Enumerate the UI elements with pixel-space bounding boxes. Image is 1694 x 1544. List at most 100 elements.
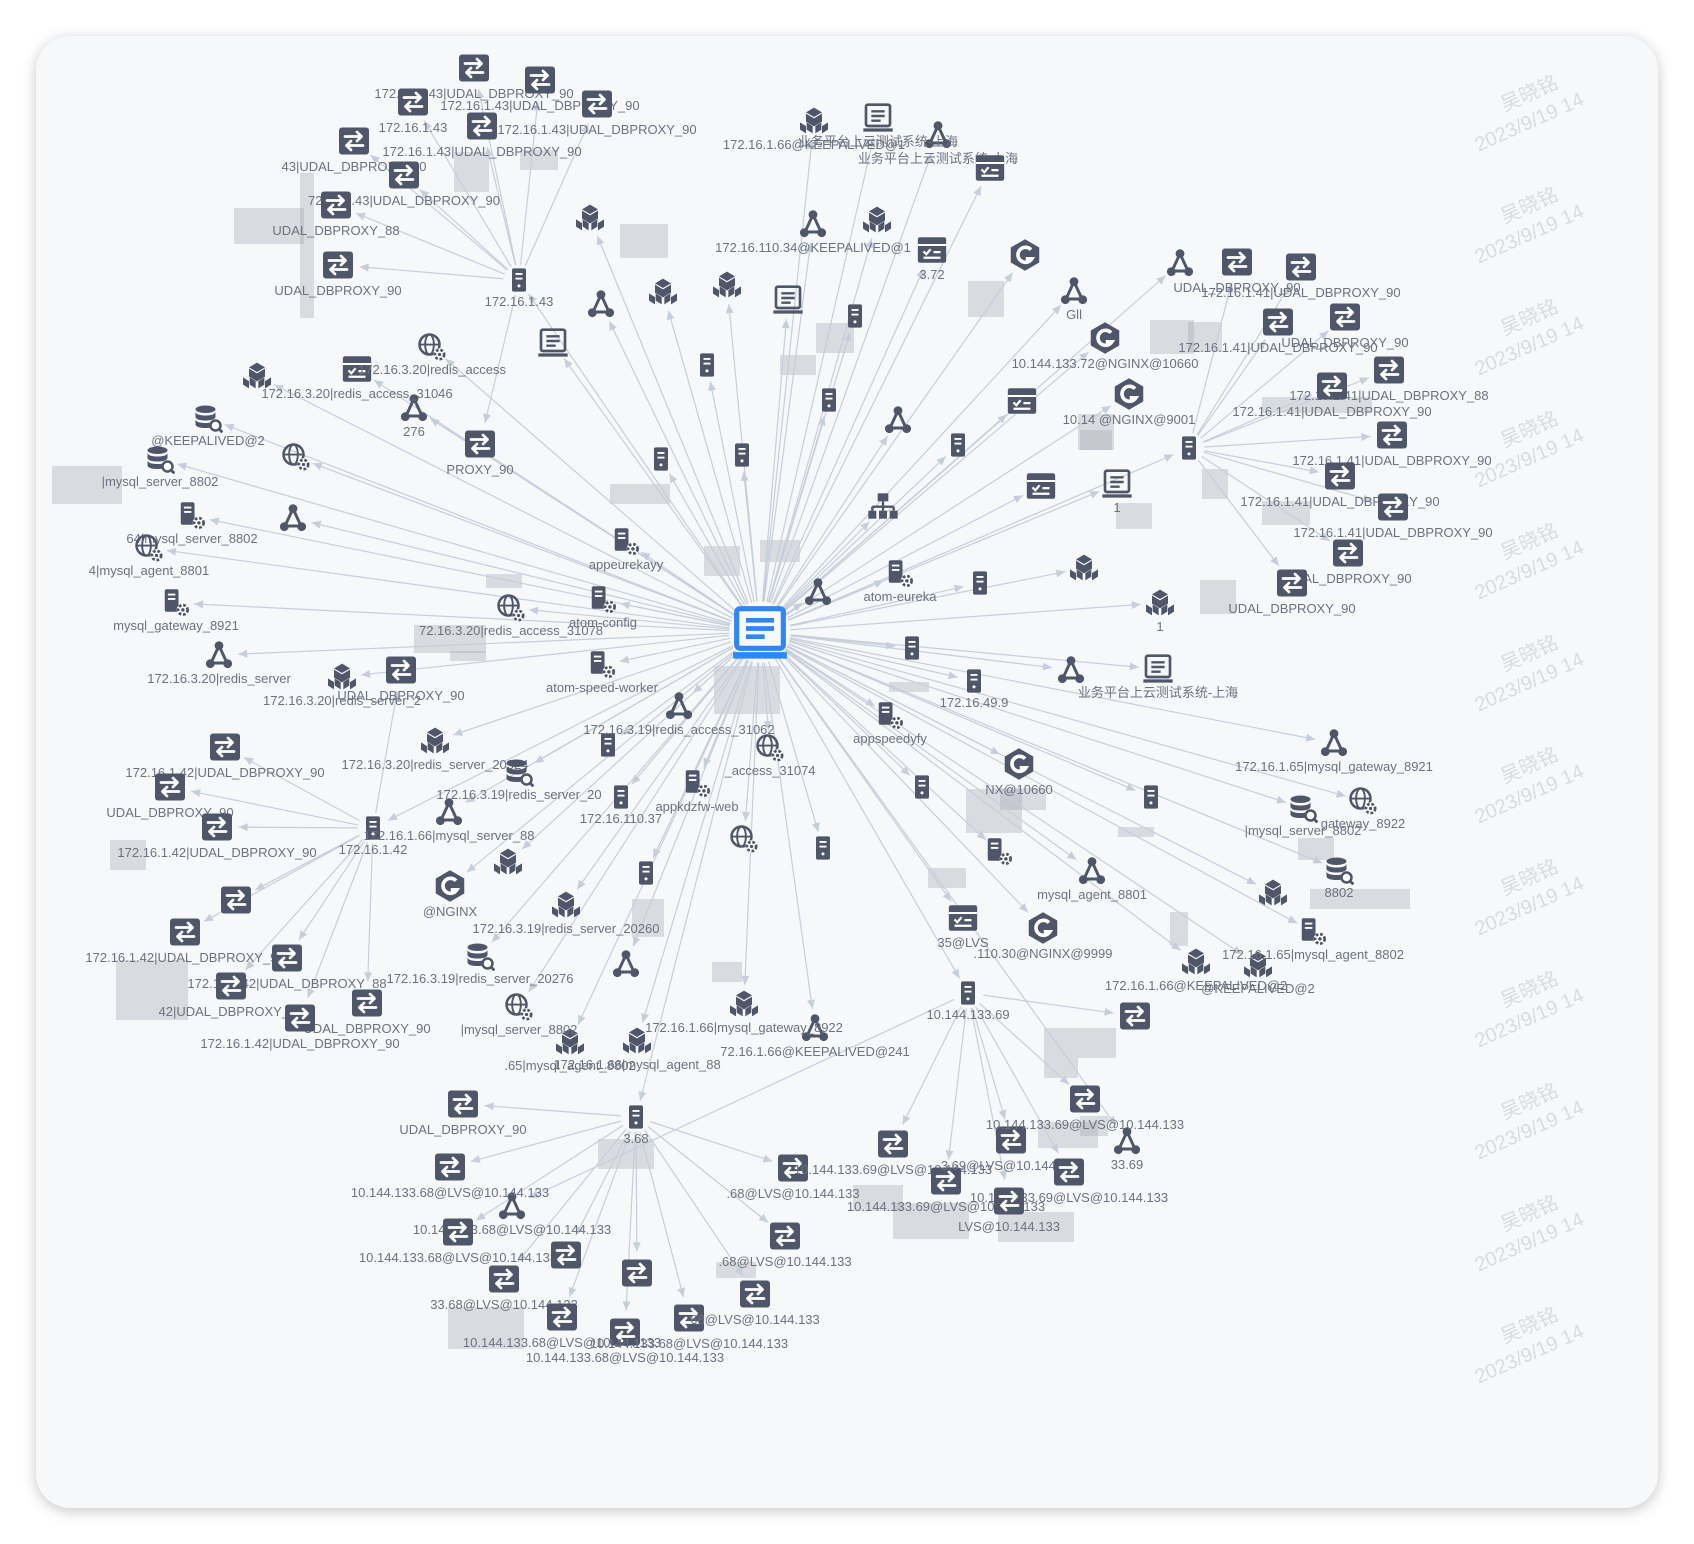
node-switch[interactable]: UDAL_DBPROXY_90 <box>337 655 465 704</box>
node-stack[interactable]: 172.16.1.66|mysql_gateway_8922 <box>645 990 843 1035</box>
node-server[interactable] <box>639 861 653 885</box>
node-appserver[interactable]: 64|mysql_server_8802 <box>126 501 258 546</box>
node-server[interactable]: 172.16.110.37 <box>580 785 662 826</box>
node-stack[interactable]: 172.16.1.66@KEEPALIVED@1 <box>723 107 905 152</box>
node-nginx[interactable]: NX@10660 <box>985 746 1053 797</box>
node-switch[interactable]: 172.16.1.42|UDAL_DBPROXY_90 <box>200 1003 400 1052</box>
node-stack[interactable] <box>243 362 271 389</box>
node-switch[interactable]: UDAL_DBPROXY_90 <box>1284 538 1412 587</box>
node-switch[interactable]: 172.16.1.41|UDAL_DBPROXY_90 <box>1178 307 1378 356</box>
node-switch[interactable]: .68@LVS@10.144.133 <box>726 1153 860 1202</box>
node-server[interactable]: 172.16.1.42 <box>339 816 408 857</box>
node-switch[interactable]: 172.16.1.43 <box>379 87 448 136</box>
node-globe[interactable]: 172.16.3.20|redis_access <box>358 333 506 378</box>
node-cluster[interactable]: 172.16.1.66|mysql_server_88 <box>363 796 535 843</box>
node-cluster[interactable] <box>611 948 641 979</box>
node-switch[interactable]: 172.16.1.42|UDAL_DBPROXY_90 <box>85 917 285 966</box>
node-cluster[interactable]: 276 <box>399 392 429 439</box>
node-stack[interactable]: 172.16.3.20|redis_server_20324 <box>342 727 529 772</box>
node-switch[interactable]: 68@LVS@10.144.133 <box>690 1279 820 1328</box>
node-database[interactable]: 8802 <box>1325 856 1354 901</box>
node-stack[interactable]: 1 <box>1146 589 1174 634</box>
node-server[interactable]: 172.16.1.43 <box>485 268 554 309</box>
node-server[interactable] <box>905 636 919 660</box>
node-server[interactable] <box>915 775 929 799</box>
node-nginx[interactable]: @NGINX <box>423 868 478 919</box>
node-database[interactable]: |mysql_server_8802 <box>1245 794 1362 839</box>
node-stack[interactable] <box>649 278 677 305</box>
node-cluster[interactable]: 172.16.3.20|redis_server <box>147 639 291 686</box>
node-switch[interactable]: 33.68@LVS@10.144.133 <box>430 1264 578 1313</box>
node-switch[interactable]: 172.16.1.41|UDAL_DBPROXY_90 <box>1232 371 1432 420</box>
node-switch[interactable]: 172.16.1.43|UDAL_DBPROXY_90 <box>497 89 697 138</box>
node-stack[interactable]: 172.16.3.19|redis_server_20260 <box>473 891 660 936</box>
node-appserver[interactable]: mysql_gateway_8921 <box>113 588 239 633</box>
node-switch[interactable]: UDAL_DBPROXY_90 <box>1173 247 1301 296</box>
node-database[interactable]: 172.16.3.19|redis_server_20 <box>436 758 602 803</box>
node-rack[interactable]: 172.16.3.20|redis_access_31046 <box>261 355 453 401</box>
node-nginx[interactable] <box>1008 237 1042 273</box>
node-switch[interactable]: UDAL_DBPROXY_90 <box>303 988 431 1037</box>
node-switch[interactable]: 172.16.1.43|UDAL_DBPROXY_90 <box>382 111 582 160</box>
node-globe[interactable]: _access_31074 <box>723 734 816 779</box>
node-switch[interactable]: UDAL_DBPROXY_90 <box>399 1089 527 1138</box>
node-switch[interactable]: 10.144.133.69@LVS@10.144.133 <box>986 1084 1184 1133</box>
node-switch[interactable] <box>1118 1001 1152 1031</box>
node-server[interactable] <box>1144 785 1158 809</box>
node-nginx[interactable]: 10.14 @NGINX@9001 <box>1063 376 1196 427</box>
node-server[interactable] <box>816 836 830 860</box>
node-cluster[interactable] <box>883 404 913 435</box>
node-switch[interactable] <box>549 1240 583 1270</box>
node-switch[interactable]: 10.144.133.68@LVS@10.144.133 <box>359 1217 557 1266</box>
node-database[interactable]: @KEEPALIVED@2 <box>151 404 265 449</box>
node-switch[interactable]: 72.16.1.43|UDAL_DBPROXY_90 <box>308 160 500 209</box>
node-appserver[interactable]: appeurekayy <box>589 527 664 572</box>
node-server[interactable]: 10.144.133.69 <box>926 981 1010 1022</box>
node-switch[interactable]: 10.144.133.68@LVS@10.144.133 <box>590 1303 788 1352</box>
node-cluster[interactable]: 172.16.3.19|redis_access_31062 <box>583 690 775 737</box>
node-appserver[interactable]: atom-eureka <box>864 559 938 604</box>
node-switch[interactable]: 172.16.1.42|UDAL_DBPROXY_90 <box>117 812 317 861</box>
node-monitor[interactable]: 业务平台上云测试系统-上海 <box>1078 654 1238 700</box>
node-stack[interactable] <box>1070 554 1098 581</box>
node-cluster[interactable]: 172.16.1.65|mysql_gateway_8921 <box>1235 727 1433 774</box>
node-server[interactable] <box>1182 436 1196 460</box>
node-nginx[interactable]: 10.144.133.72@NGINX@10660 <box>1012 320 1199 371</box>
node-switch[interactable]: 10.144.133.68@LVS@10.144.133 <box>351 1152 549 1201</box>
node-switch[interactable]: 172.16.1.41|UDAL_DBPROXY_90 <box>1292 420 1492 469</box>
node-appserver[interactable]: appkdzfw-web <box>655 769 739 814</box>
node-globe[interactable] <box>730 825 759 854</box>
node-switch[interactable]: UDAL_DBPROXY_90 <box>106 772 234 821</box>
node-stack[interactable] <box>576 204 604 231</box>
node-switch[interactable]: UDAL_DBPROXY_90 <box>274 250 402 299</box>
node-appserver[interactable] <box>986 837 1014 867</box>
node-stack[interactable]: .65|mysql_agent_8802 <box>504 1028 636 1073</box>
node-hierarchy[interactable] <box>867 492 899 520</box>
node-switch[interactable]: LVS@10.144.133 <box>958 1186 1060 1235</box>
node-stack[interactable] <box>713 271 741 298</box>
node-cluster[interactable]: 172.16.110.34@KEEPALIVED@1 <box>715 208 911 255</box>
node-switch[interactable]: 172.16.1.41|UDAL_DBPROXY_90 <box>1240 461 1440 510</box>
node-nginx[interactable]: .110.30@NGINX@9999 <box>974 910 1113 961</box>
node-rack[interactable]: 3.72 <box>916 236 948 282</box>
node-cluster[interactable] <box>1165 247 1195 278</box>
node-switch[interactable]: 172.16.1.41|UDAL_DBPROXY_90 <box>1201 252 1401 301</box>
node-cluster[interactable]: 33.69 <box>1111 1125 1144 1172</box>
node-stack[interactable] <box>494 848 522 875</box>
node-appserver[interactable]: atom-speed-worker <box>546 650 659 695</box>
node-cluster[interactable]: mysql_agent_8801 <box>1037 855 1147 902</box>
node-switch[interactable]: PROXY_90 <box>446 429 514 478</box>
node-stack[interactable] <box>1259 879 1287 906</box>
node-server[interactable]: 172.16.49.9 <box>940 669 1009 710</box>
node-rack[interactable] <box>1006 387 1038 415</box>
node-cluster[interactable]: 72.16.1.66@KEEPALIVED@241 <box>720 1012 910 1059</box>
node-globe[interactable]: |mysql_server_8802 <box>461 993 578 1038</box>
node-rack[interactable] <box>1025 472 1057 500</box>
node-switch[interactable]: 3.69@LVS@10.144.133 <box>941 1125 1081 1174</box>
node-server[interactable] <box>973 571 987 595</box>
node-database[interactable]: |mysql_server_8802 <box>102 445 219 490</box>
node-switch[interactable] <box>219 885 253 915</box>
node-stack[interactable] <box>863 206 891 233</box>
node-monitor[interactable]: 1 <box>1101 468 1133 515</box>
